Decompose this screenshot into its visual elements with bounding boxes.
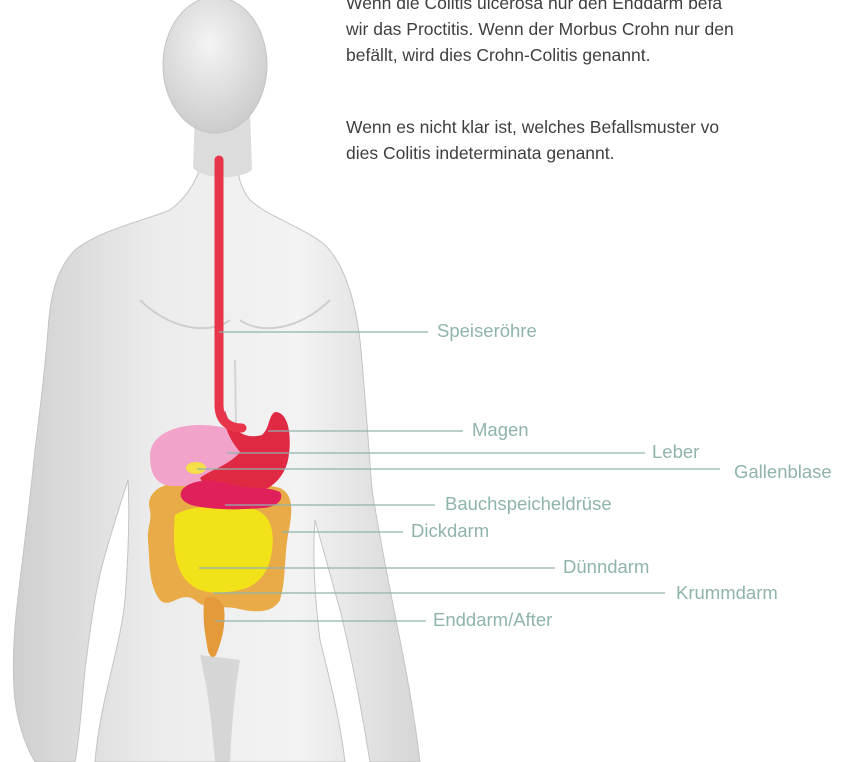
small-intestine-duenndarm xyxy=(174,506,273,592)
paragraph-line: Wenn die Colitis ulcerosa nur den Enddar… xyxy=(346,0,847,16)
label-magen: Magen xyxy=(472,419,529,441)
paragraph-line: wir das Proctitis. Wenn der Morbus Crohn… xyxy=(346,16,847,42)
gallbladder-gallenblase xyxy=(186,462,206,474)
label-enddarm: Enddarm/After xyxy=(433,609,552,631)
label-speiseroehre: Speiseröhre xyxy=(437,320,537,342)
label-krummdarm: Krummdarm xyxy=(676,582,778,604)
label-leber: Leber xyxy=(652,441,699,463)
label-gallenblase: Gallenblase xyxy=(734,461,832,483)
head xyxy=(163,0,267,133)
paragraph-line: dies Colitis indeterminata genannt. xyxy=(346,140,847,166)
second-paragraph: Wenn es nicht klar ist, welches Befallsm… xyxy=(346,114,847,166)
intro-paragraph: Wenn die Colitis ulcerosa nur den Enddar… xyxy=(346,0,847,68)
label-dickdarm: Dickdarm xyxy=(411,520,489,542)
paragraph-line: befällt, wird dies Crohn-Colitis genannt… xyxy=(346,42,847,68)
label-duenndarm: Dünndarm xyxy=(563,556,649,578)
label-bauchspeicheldruese: Bauchspeicheldrüse xyxy=(445,493,612,515)
paragraph-line: Wenn es nicht klar ist, welches Befallsm… xyxy=(346,114,847,140)
